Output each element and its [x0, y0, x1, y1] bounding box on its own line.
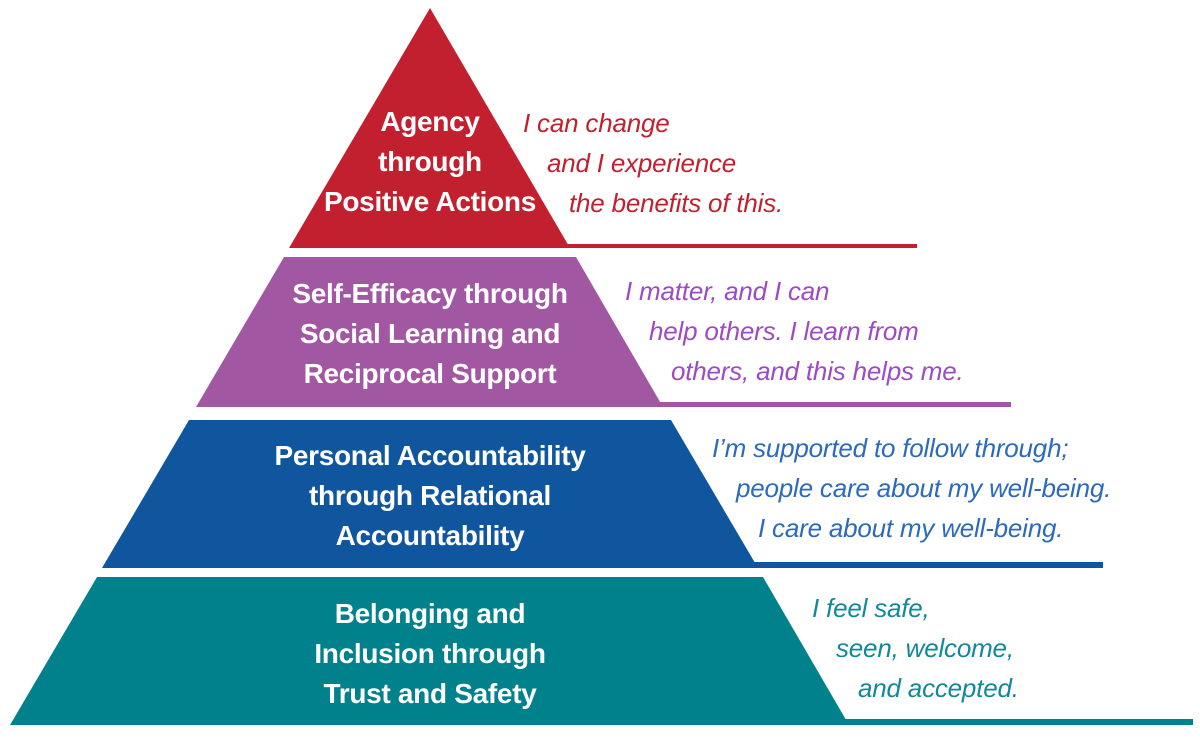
quote-line: I care about my well-being. — [758, 513, 1064, 543]
label-line: Trust and Safety — [323, 678, 537, 709]
tier-agency-quote: I can change and I experience the benefi… — [523, 103, 783, 223]
tier-self-efficacy-label: Self-Efficacy through Social Learning an… — [190, 274, 670, 394]
tier-agency-baseline-rule — [558, 244, 917, 248]
quote-line: help others. I learn from — [649, 316, 919, 346]
quote-line: others, and this helps me. — [671, 356, 964, 386]
quote-line: I’m supported to follow through; — [712, 433, 1069, 463]
tier-belonging-label: Belonging and Inclusion through Trust an… — [190, 594, 670, 714]
quote-line: and I experience — [547, 148, 737, 178]
tier-belonging-shape — [10, 577, 849, 725]
label-line: Self-Efficacy through — [292, 278, 568, 309]
tier-personal-accountability-baseline-rule — [749, 562, 1103, 568]
tier-self-efficacy-quote: I matter, and I can help others. I learn… — [625, 271, 964, 391]
tier-self-efficacy-baseline-rule — [657, 402, 1011, 407]
label-line: Reciprocal Support — [303, 358, 557, 389]
quote-line: the benefits of this. — [569, 188, 784, 218]
tier-personal-accountability-quote: I’m supported to follow through; people … — [712, 428, 1111, 548]
label-line: Positive Actions — [324, 186, 536, 217]
tier-belonging-quote: I feel safe, seen, welcome, and accepted… — [812, 588, 1019, 708]
label-line: Personal Accountability — [274, 440, 586, 471]
label-line: Social Learning and — [299, 318, 561, 349]
label-line: Inclusion through — [314, 638, 546, 669]
quote-line: I can change — [523, 108, 670, 138]
quote-line: people care about my well-being. — [736, 473, 1112, 503]
tier-personal-accountability-shape — [102, 420, 758, 568]
tier-self-efficacy-shape — [196, 257, 663, 407]
label-line: Belonging and — [334, 598, 526, 629]
label-line: Agency — [380, 106, 480, 137]
label-line: through — [378, 146, 482, 177]
quote-line: I feel safe, — [812, 593, 930, 623]
quote-line: I matter, and I can — [625, 276, 830, 306]
quote-line: and accepted. — [858, 673, 1019, 703]
label-line: through Relational — [309, 480, 551, 511]
tier-agency-label: Agency through Positive Actions — [190, 102, 670, 222]
label-line: Accountability — [335, 520, 525, 551]
tier-belonging-baseline-rule — [841, 719, 1193, 725]
quote-line: seen, welcome, — [836, 633, 1014, 663]
tier-personal-accountability-label: Personal Accountability through Relation… — [190, 436, 670, 556]
